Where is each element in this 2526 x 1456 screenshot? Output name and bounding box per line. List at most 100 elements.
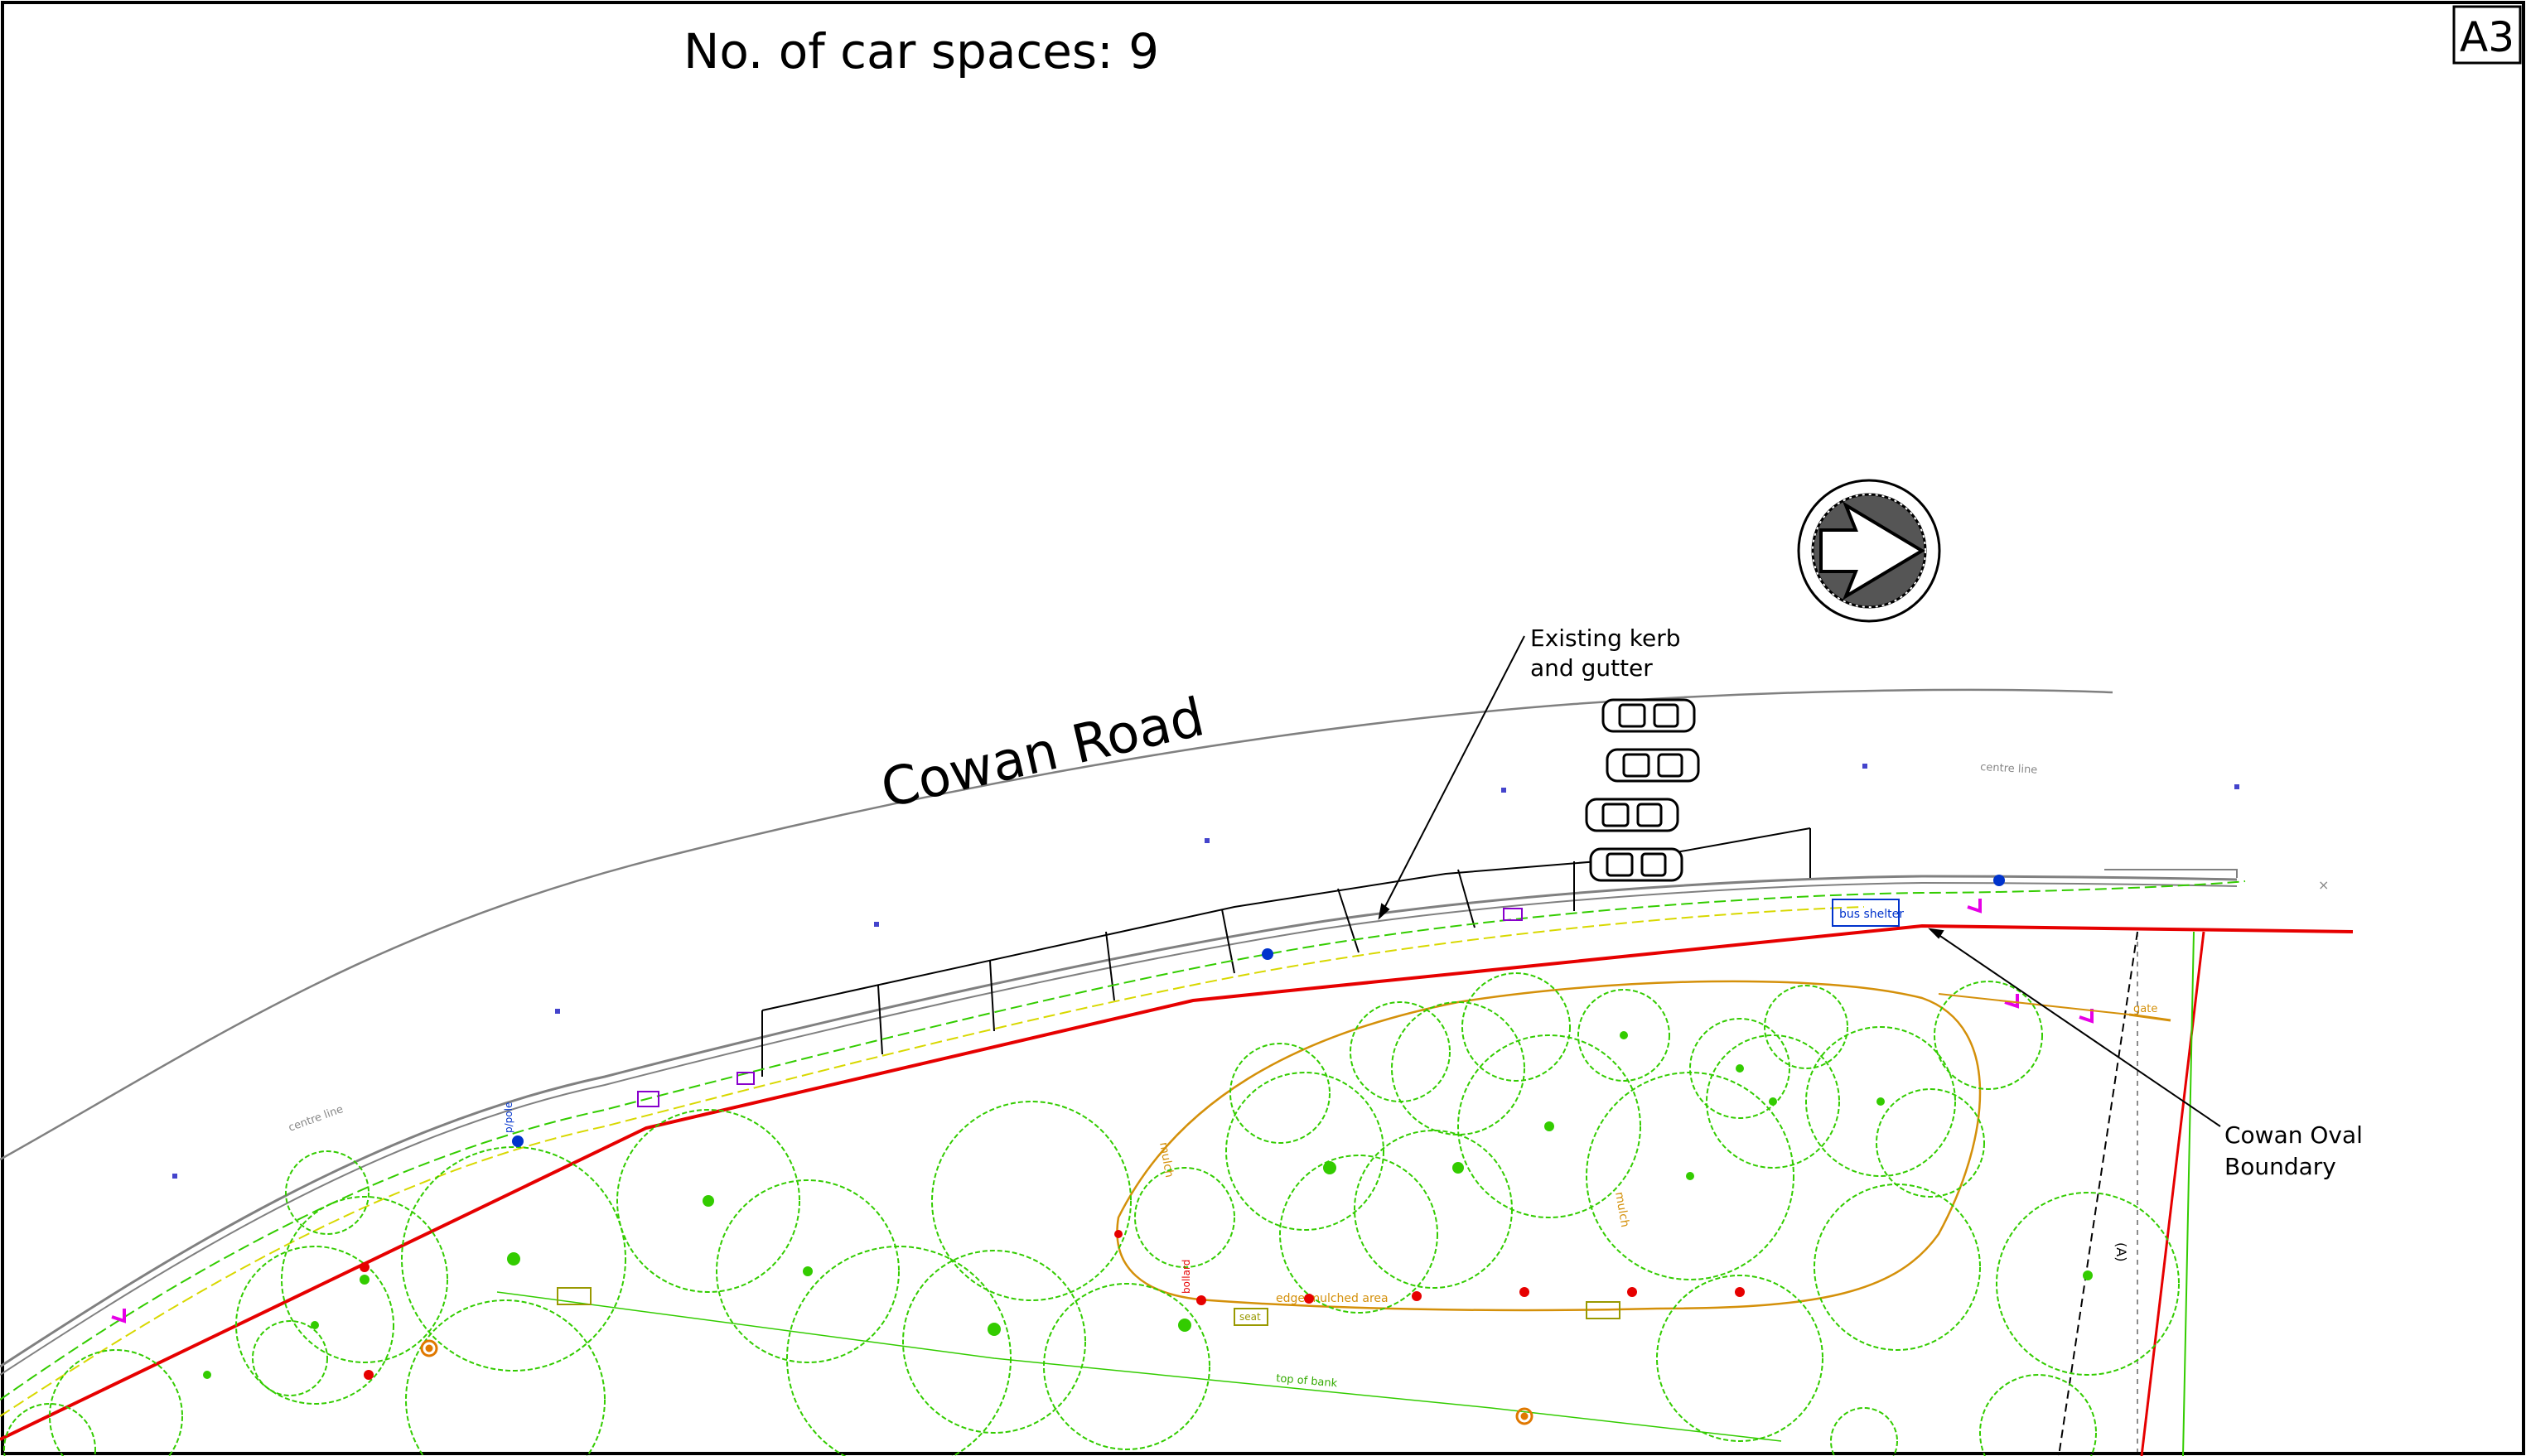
edge-mulched-label: edge mulched area: [1276, 1292, 1389, 1305]
tree-canopy: [1805, 1026, 1956, 1177]
boundary-leader-arrow: [1928, 928, 1944, 939]
tree-canopy: [1350, 1001, 1451, 1102]
tree-canopy: [1457, 1034, 1641, 1218]
car-icon: [1601, 698, 1696, 733]
bollard: [1114, 1230, 1123, 1238]
bus-shelter: [1832, 899, 1900, 927]
tree-canopy: [1876, 1088, 1985, 1198]
mulch-label-2: mulch: [1612, 1191, 1631, 1228]
tree-canopy: [1461, 972, 1571, 1082]
pole-icon: [1262, 948, 1273, 960]
tree-canopy: [252, 1320, 328, 1396]
seat-label: seat: [1239, 1311, 1261, 1323]
tree-canopy: [1764, 985, 1848, 1069]
kerb-line: [0, 875, 2238, 1368]
tree-canopy: [1689, 1018, 1790, 1119]
north-arrow-icon: [1797, 479, 1941, 623]
bollard: [1735, 1287, 1745, 1297]
tree-canopy: [1391, 1001, 1525, 1135]
tree-canopy: [1043, 1283, 1210, 1450]
top-of-bank-line: [496, 1291, 1782, 1442]
gate-line: [2128, 1013, 2171, 1022]
car-icon: [1585, 798, 1679, 832]
bus-bay-line: [2104, 869, 2238, 878]
top-of-bank-label: top of bank: [1276, 1372, 1339, 1390]
sheet-size-label: A3: [2460, 13, 2514, 61]
tree-canopy: [902, 1250, 1086, 1434]
pole-label: p/pole: [503, 1102, 514, 1133]
survey-cross: ×: [2318, 877, 2329, 893]
signs: [637, 908, 1523, 1107]
road-outer-edge: [0, 688, 2113, 1161]
tree-canopy: [49, 1349, 183, 1456]
tree-canopy: [1229, 1043, 1331, 1144]
kerb-line-inner: [0, 881, 2238, 1376]
kerb-leader-arrow: [1378, 903, 1390, 920]
bollard: [1412, 1291, 1422, 1301]
tree-canopy: [1225, 1072, 1384, 1231]
tree-canopy: [1134, 1167, 1235, 1268]
tree-canopy: [1706, 1034, 1840, 1169]
bollard: [1627, 1287, 1637, 1297]
verge-line-yellow: [0, 906, 1865, 1417]
sheet-size-box: [2452, 5, 2522, 65]
gate-label: gate: [2133, 1003, 2157, 1015]
tree-canopy: [1830, 1407, 1898, 1456]
tree-canopy: [235, 1246, 394, 1405]
bollard: [1304, 1294, 1314, 1304]
oval-boundary-line: [0, 923, 2354, 1441]
verge-line: [0, 880, 2246, 1401]
car-spaces-title: No. of car spaces: 9: [683, 23, 1159, 80]
bollard: [360, 1262, 369, 1272]
road-name: Cowan Road: [876, 687, 1210, 820]
bollard: [1196, 1295, 1206, 1305]
tree-canopy: [1814, 1184, 1981, 1351]
kerb-leader-line: [1379, 635, 1525, 918]
mulch-label-1: mulch: [1157, 1141, 1176, 1179]
tree-canopy: [405, 1299, 606, 1456]
pole-icon: [1993, 875, 2005, 886]
car-icon: [1606, 748, 1700, 783]
tree-canopy: [1577, 989, 1670, 1082]
tree-trunks: [203, 1031, 2093, 1379]
sign-markers: [111, 899, 2094, 1323]
bollards: [360, 1230, 1745, 1380]
tree-canopy: [616, 1109, 800, 1293]
bus-shelter-label: bus shelter: [1839, 908, 1904, 921]
orange-markers: [420, 1339, 1533, 1425]
kerb-callout-line2: and gutter: [1530, 654, 1653, 682]
tree-canopy: [786, 1246, 1012, 1456]
tree-canopy: [1996, 1192, 2180, 1376]
tree-canopy: [401, 1146, 626, 1372]
fence-marker: (A): [2113, 1242, 2129, 1261]
tree-canopy: [1279, 1155, 1438, 1314]
boundary-callout-line2: Boundary: [2224, 1153, 2336, 1180]
seats: [557, 1287, 1620, 1326]
boundary-callout-line1: Cowan Oval: [2224, 1121, 2363, 1149]
tree-canopy: [1979, 1374, 2097, 1456]
bollard-label: bollard: [1181, 1260, 1192, 1294]
oval-boundary-east: [2140, 931, 2205, 1456]
seat-icon: [557, 1287, 592, 1305]
tree-canopy: [285, 1150, 369, 1235]
tree-canopy: [1934, 981, 2043, 1090]
centreline-markers: [172, 764, 2239, 1179]
power-poles: [512, 875, 2005, 1147]
tree-canopy: [931, 1101, 1132, 1301]
tree-canopy: [716, 1179, 900, 1363]
parking-bays: [761, 827, 1811, 1077]
car-icon: [1589, 847, 1683, 882]
seat-icon: [1586, 1301, 1620, 1319]
mulched-area-outline: [1116, 980, 1982, 1312]
fence-line-east: [2182, 931, 2195, 1456]
tree-canopies: [3, 972, 2180, 1456]
fence-dashed-a: [2058, 931, 2138, 1456]
tree-canopy: [3, 1403, 96, 1456]
tree-canopy: [1656, 1275, 1823, 1442]
seat-icon: [1234, 1308, 1268, 1326]
pole-icon: [512, 1135, 524, 1147]
orange-path-line: [1938, 993, 2130, 1015]
car-icons: [1585, 698, 1700, 882]
